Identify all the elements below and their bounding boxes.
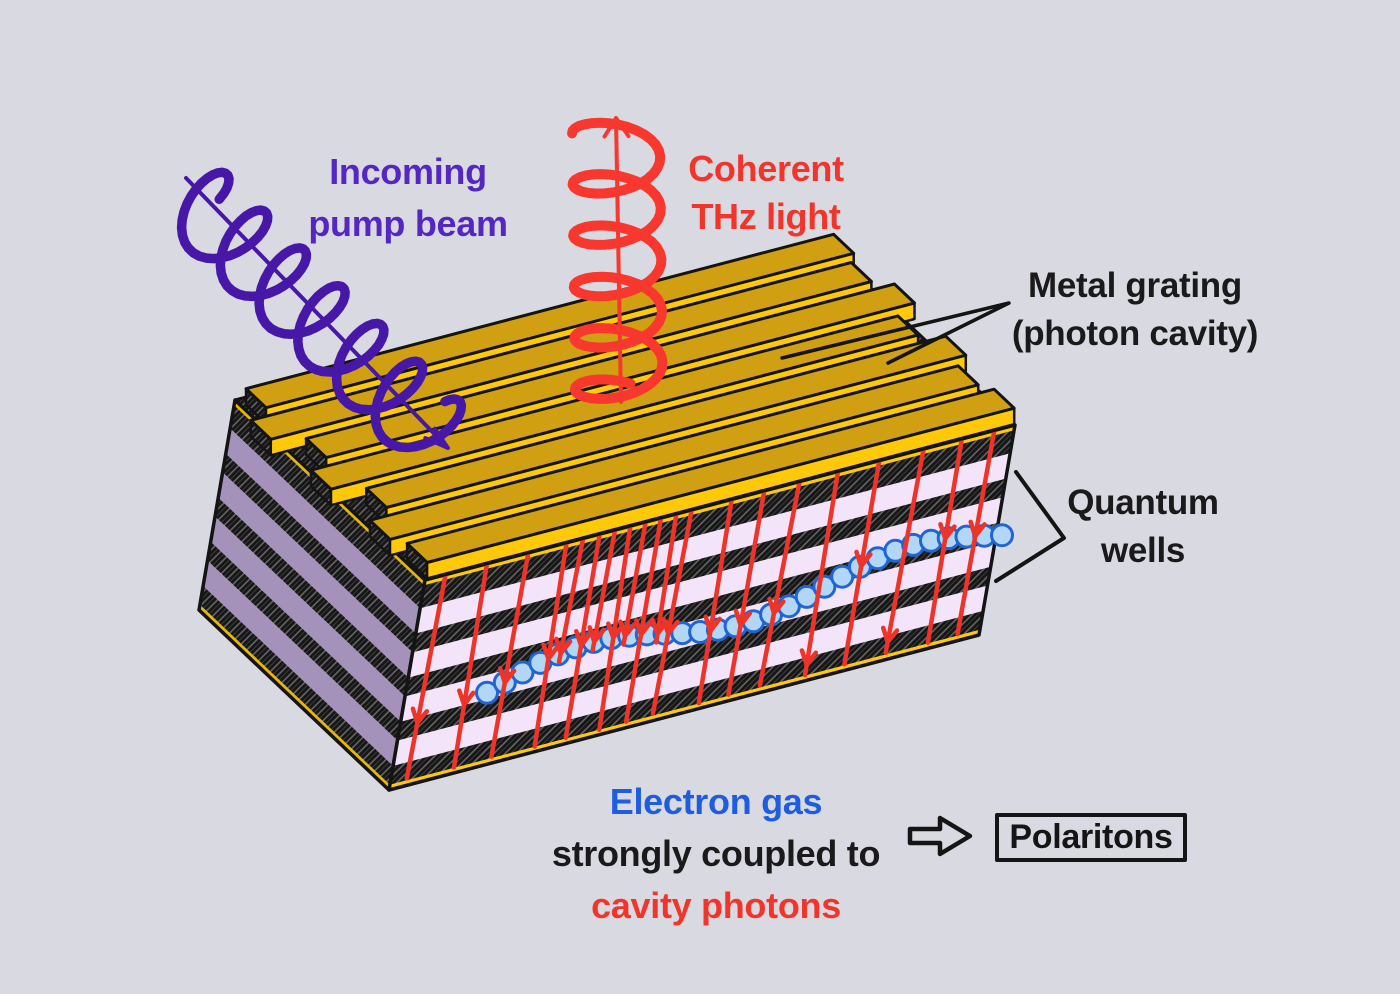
result-arrow-icon [907, 815, 973, 857]
quantum-wells-label-line1: Quantum [1067, 483, 1219, 522]
polaritons-label: Polaritons [1009, 818, 1173, 856]
caption-electron-gas: Electron gas [609, 781, 823, 822]
metal-grating-label-line2: (photon cavity) [1011, 314, 1259, 353]
thz-light-label: Coherent THz light [688, 145, 844, 241]
metal-grating-label: Metal grating (photon cavity) [1011, 262, 1259, 358]
quantum-wells-label: Quantum wells [1067, 479, 1219, 575]
cavity-photon-arrows [404, 429, 997, 781]
polaritons-box: Polaritons [995, 813, 1187, 862]
pump-beam-label-line1: Incoming [329, 151, 487, 192]
pump-beam-label-line2: pump beam [308, 203, 508, 244]
pump-beam-label: Incoming pump beam [308, 146, 508, 250]
thz-light-label-line2: THz light [691, 196, 841, 237]
quantum-wells-label-line2: wells [1100, 531, 1186, 570]
thz-beam-helix [567, 117, 668, 404]
pump-beam-helix [176, 167, 467, 453]
caption-strongly-coupled: strongly coupled to [551, 833, 881, 874]
caption-cavity-photons: cavity photons [591, 885, 841, 926]
grating-pointer [780, 301, 1011, 365]
thz-light-label-line1: Coherent [688, 148, 844, 189]
metal-grating-label-line1: Metal grating [1028, 266, 1242, 305]
coupling-caption: Electron gas strongly coupled to cavity … [551, 776, 881, 932]
wells-pointer [994, 470, 1066, 583]
